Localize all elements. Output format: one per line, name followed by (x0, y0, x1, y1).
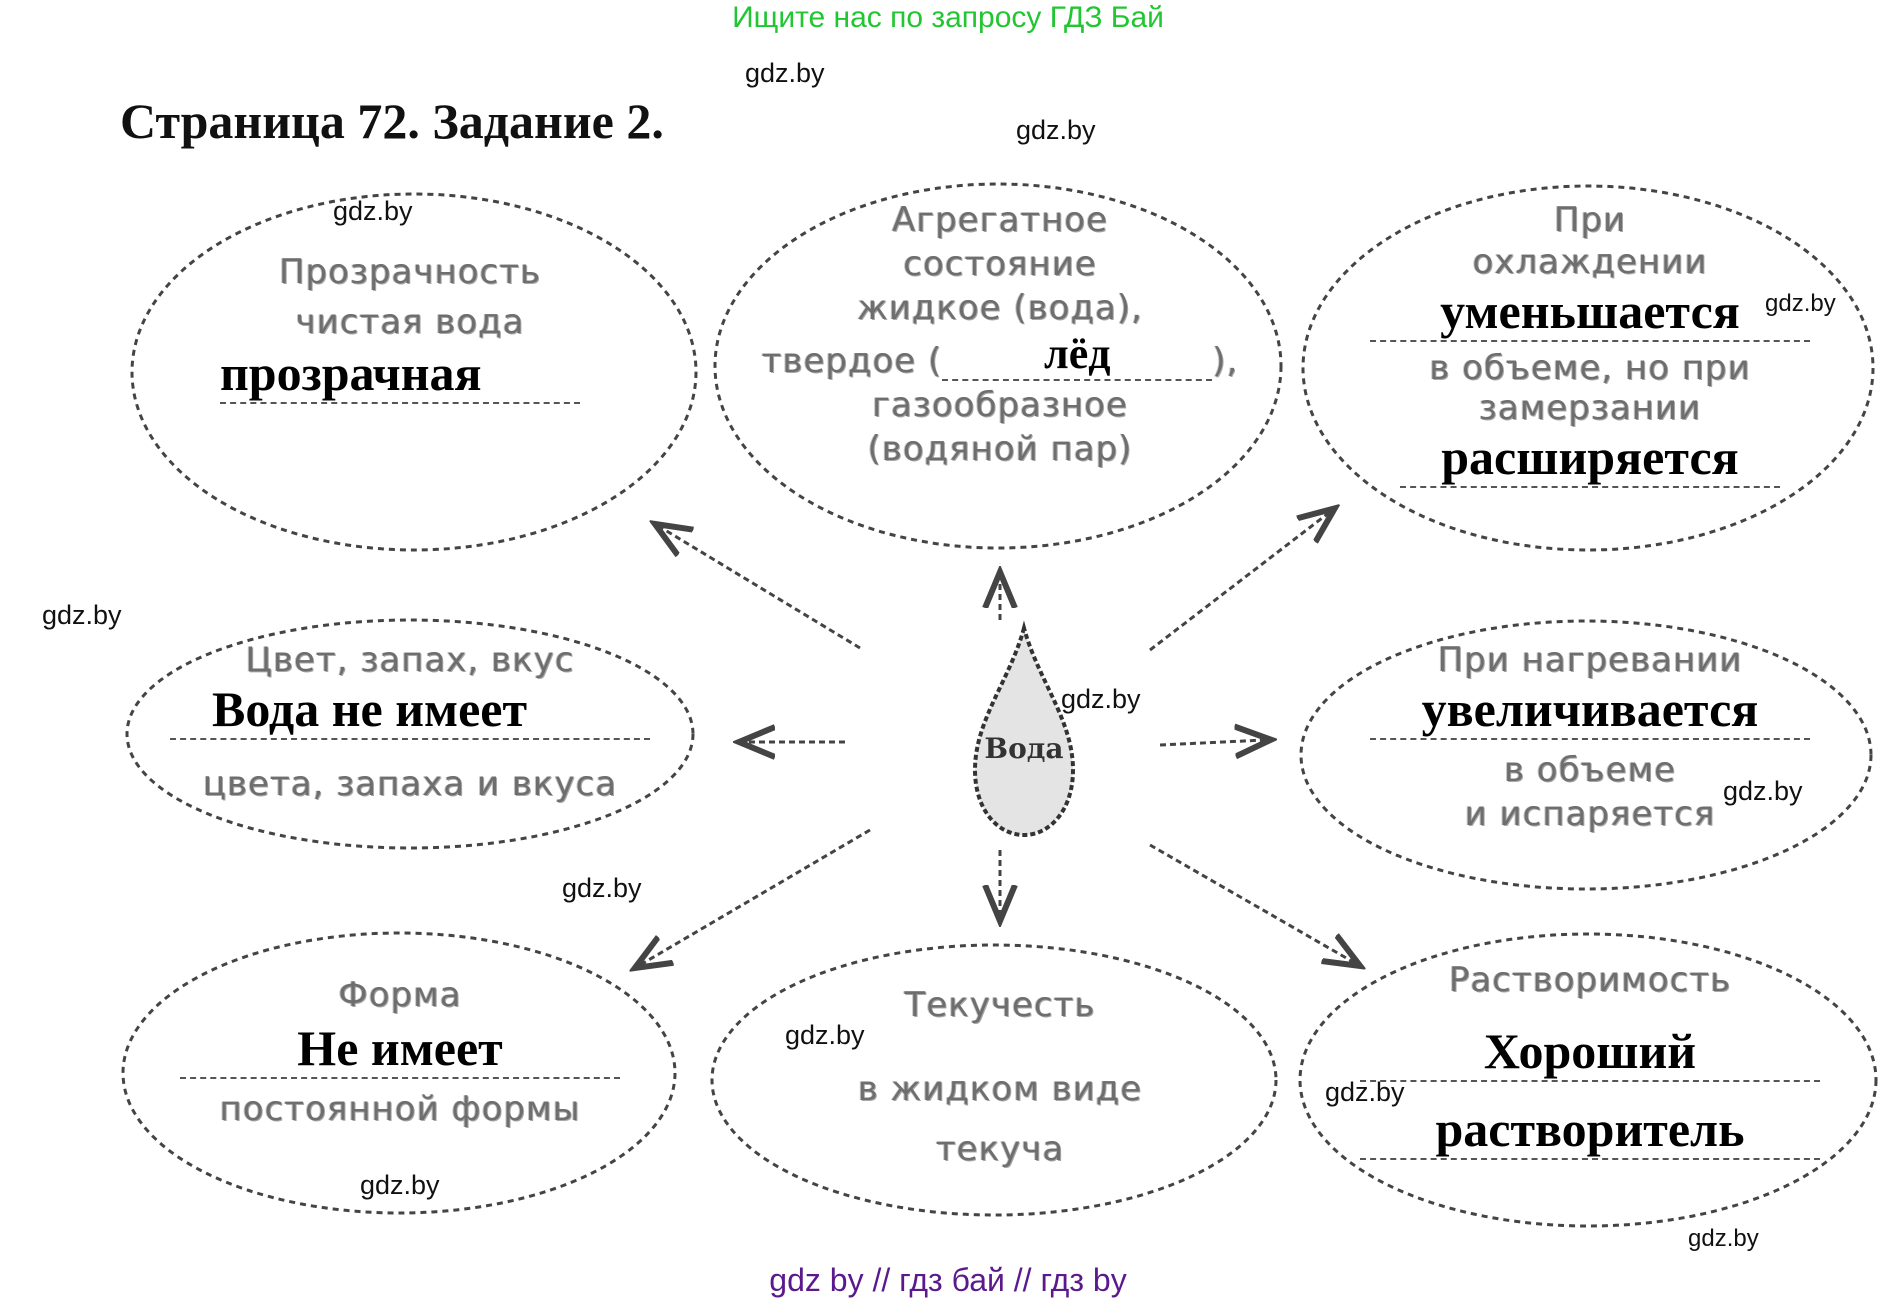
water-drop-icon (972, 620, 1076, 838)
watermark: gdz.by (333, 196, 413, 226)
node-shape: Форма Не имеет постоянной формы (160, 975, 640, 1129)
node-transparency: Прозрачность чистая вода прозрачная (200, 252, 620, 404)
watermark: gdz.by (562, 873, 642, 903)
node-line: При (1553, 200, 1627, 240)
answer-field: увеличивается (1370, 680, 1810, 740)
answer-field: Вода не имеет (170, 680, 650, 740)
node-line: в жидком виде (857, 1069, 1143, 1109)
node-heading: Растворимость (1448, 960, 1732, 1000)
ellipse-heating (1299, 619, 1873, 891)
ellipse-fluidity (710, 943, 1278, 1217)
node-printed-text: цвета, запаха и вкуса (202, 764, 618, 804)
ellipse-cooling (1301, 184, 1875, 552)
node-line-suffix: ), (1212, 341, 1239, 381)
footer-links: gdz by // гдз бай // гдз by (769, 1262, 1127, 1298)
arrow-to-heating (1159, 740, 1265, 745)
node-heading: Прозрачность (278, 252, 542, 292)
node-solubility: Растворимость Хороший растворитель (1360, 960, 1820, 1160)
watermark: gdz.by (745, 58, 825, 88)
node-printed-text: постоянной формы (219, 1089, 581, 1129)
ellipse-color-smell-taste (125, 618, 695, 850)
ellipse-aggregate-state (713, 182, 1283, 550)
watermark: gdz.by (1016, 115, 1096, 145)
answer-field: растворитель (1360, 1100, 1820, 1160)
answer-field: прозрачная (220, 344, 580, 404)
arrow-to-solubility (1149, 843, 1355, 963)
node-line: газообразное (872, 385, 1128, 425)
node-color-smell-taste: Цвет, запах, вкус Вода не имеет цвета, з… (160, 640, 660, 804)
ellipse-shape (121, 931, 677, 1215)
watermark: gdz.by (1061, 684, 1141, 714)
arrow-to-shape (640, 828, 871, 965)
node-heating: При нагревании увеличивается в объеме и … (1340, 640, 1840, 834)
arrow-to-cooling (1149, 512, 1330, 652)
node-line: (водяной пар) (867, 429, 1133, 469)
answer-field: уменьшается (1370, 282, 1810, 342)
node-printed-text: чистая вода (295, 302, 525, 342)
center-label: Вода (984, 732, 1064, 765)
watermark: gdz.by (1765, 290, 1836, 317)
ellipse-transparency (130, 192, 698, 552)
answer-field: расширяется (1400, 428, 1780, 488)
node-heading: Текучесть (904, 985, 1096, 1025)
node-line: состояние (903, 244, 1097, 284)
arrow-to-transparency (660, 527, 861, 650)
node-line: и испаряется (1464, 794, 1716, 834)
answer-field: лёд (942, 328, 1213, 381)
node-line: замерзании (1478, 388, 1702, 428)
node-line: Агрегатное (891, 200, 1109, 240)
node-line-prefix: твердое ( (761, 341, 943, 381)
node-cooling: При охлаждении уменьшается в объеме, но … (1340, 200, 1840, 488)
node-line: текуча (935, 1129, 1065, 1169)
node-line: охлаждении (1472, 242, 1708, 282)
watermark: gdz.by (42, 600, 122, 630)
node-line: жидкое (вода), (857, 288, 1143, 328)
watermark: gdz.by (785, 1020, 865, 1050)
node-heading: Форма (338, 975, 462, 1015)
ellipse-solubility (1298, 932, 1878, 1228)
node-line: в объеме, но при (1429, 348, 1751, 388)
watermark: gdz.by (360, 1170, 440, 1200)
node-fluidity: Текучесть в жидком виде текуча (760, 985, 1240, 1169)
node-line: в объеме (1503, 750, 1677, 790)
node-heading: Цвет, запах, вкус (245, 640, 575, 680)
watermark: gdz.by (1325, 1077, 1405, 1107)
watermark: gdz.by (1688, 1225, 1759, 1252)
node-heading: При нагревании (1437, 640, 1743, 680)
answer-field: Не имеет (180, 1019, 620, 1079)
page-title: Страница 72. Задание 2. (120, 93, 664, 149)
watermark: gdz.by (1723, 776, 1803, 806)
search-banner: Ищите нас по запросу ГДЗ Бай (732, 1, 1164, 34)
answer-field: Хороший (1360, 1022, 1820, 1082)
node-aggregate-state: Агрегатное состояние жидкое (вода), твер… (730, 200, 1270, 469)
